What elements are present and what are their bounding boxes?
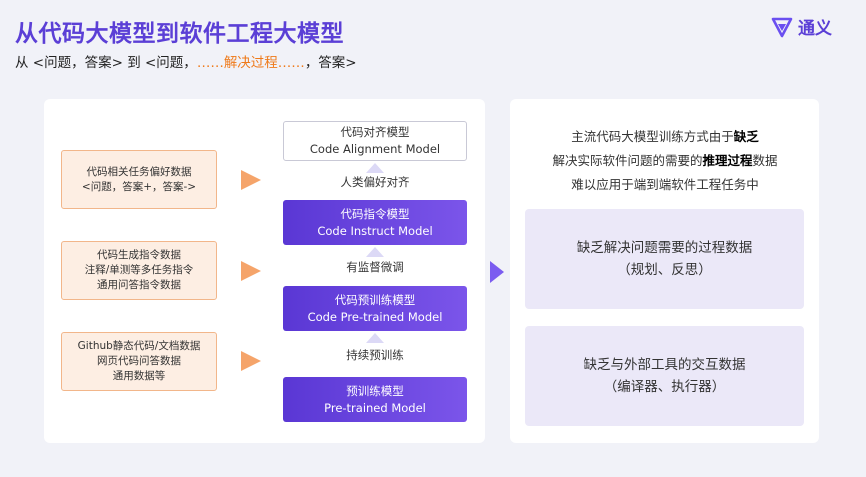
- issue-detail: （规划、反思）: [617, 262, 712, 278]
- subtitle-suffix: ，答案>: [304, 55, 357, 71]
- tongyi-logo-icon: [771, 17, 793, 37]
- model-name-en: Code Instruct Model: [317, 223, 433, 238]
- arrow-up-icon: [366, 163, 384, 173]
- model-name-cn: 预训练模型: [346, 383, 404, 398]
- data-source-line: 注释/单测等多任务指令: [84, 264, 194, 276]
- arrow-right-icon: [241, 170, 261, 190]
- model-code-instruct: 代码指令模型 Code Instruct Model: [283, 200, 467, 245]
- model-name-en: Pre-trained Model: [324, 400, 426, 415]
- page-title: 从代码大模型到软件工程大模型: [15, 21, 344, 47]
- model-name-cn: 代码指令模型: [340, 206, 410, 221]
- data-source-pretrain: Github静态代码/文档数据 网页代码问答数据 通用数据等: [61, 332, 217, 391]
- issue-title: 缺乏解决问题需要的过程数据: [576, 240, 753, 256]
- intro-emphasis: 推理过程: [702, 153, 753, 168]
- model-code-pretrained: 代码预训练模型 Code Pre-trained Model: [283, 286, 467, 331]
- page-subtitle: 从 <问题，答案> 到 <问题，……解决过程……，答案>: [15, 51, 357, 71]
- arrow-right-icon: [241, 351, 261, 371]
- subtitle-highlight: ……解决过程……: [196, 55, 305, 71]
- data-source-line: 通用数据等: [112, 370, 166, 382]
- intro-emphasis: 缺乏: [733, 129, 759, 144]
- data-source-line: 代码生成指令数据: [97, 249, 181, 261]
- issue-title: 缺乏与外部工具的交互数据: [583, 357, 746, 373]
- issue-detail: （编译器、执行器）: [603, 379, 726, 395]
- tongyi-logo: 通义: [770, 14, 832, 39]
- problem-intro: 主流代码大模型训练方式由于缺乏 解决实际软件问题的需要的推理过程数据 难以应用于…: [520, 125, 810, 197]
- subtitle-prefix: 从 <问题，答案> 到 <问题，: [15, 55, 197, 71]
- data-source-line: 代码相关任务偏好数据: [86, 165, 192, 178]
- model-name-cn: 代码预训练模型: [334, 292, 416, 307]
- model-pretrained: 预训练模型 Pre-trained Model: [283, 377, 467, 422]
- intro-line-1: 主流代码大模型训练方式由于缺乏: [520, 125, 810, 149]
- data-source-instruct: 代码生成指令数据 注释/单测等多任务指令 通用问答指令数据: [61, 241, 217, 300]
- intro-line-3: 难以应用于端到端软件工程任务中: [571, 177, 759, 192]
- arrow-up-icon: [366, 247, 384, 257]
- model-name-en: Code Pre-trained Model: [307, 309, 443, 324]
- intro-text: 解决实际软件问题的需要的: [552, 153, 703, 168]
- arrow-right-icon: [241, 261, 261, 281]
- arrow-right-icon: [490, 261, 504, 283]
- arrow-up-icon: [366, 333, 384, 343]
- step-supervised-finetune: 有监督微调: [346, 260, 404, 274]
- data-source-line: Github静态代码/文档数据: [77, 340, 201, 352]
- model-name-cn: 代码对齐模型: [340, 125, 410, 139]
- issue-process-data: 缺乏解决问题需要的过程数据 （规划、反思）: [525, 209, 804, 309]
- logo-text: 通义: [798, 19, 832, 39]
- intro-text: 数据: [752, 153, 778, 168]
- model-name-en: Code Alignment Model: [309, 142, 441, 156]
- data-source-line: 网页代码问答数据: [97, 355, 181, 367]
- intro-line-2: 解决实际软件问题的需要的推理过程数据: [520, 149, 810, 173]
- data-source-line: <问题，答案+，答案->: [81, 180, 197, 193]
- intro-text: 主流代码大模型训练方式由于: [571, 129, 734, 144]
- issue-tool-interaction: 缺乏与外部工具的交互数据 （编译器、执行器）: [525, 326, 804, 426]
- step-preference-alignment: 人类偏好对齐: [340, 175, 410, 189]
- data-source-preference: 代码相关任务偏好数据 <问题，答案+，答案->: [61, 150, 217, 209]
- step-continued-pretrain: 持续预训练: [346, 348, 404, 362]
- model-code-alignment: 代码对齐模型 Code Alignment Model: [283, 121, 467, 161]
- data-source-line: 通用问答指令数据: [97, 279, 181, 291]
